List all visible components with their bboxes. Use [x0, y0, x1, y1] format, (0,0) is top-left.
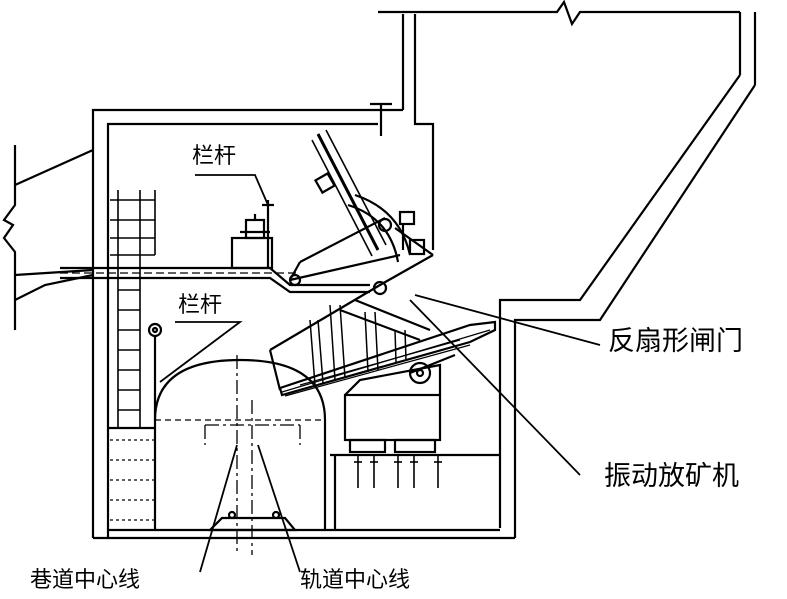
masonry-block: [110, 439, 155, 521]
hopper: [268, 254, 434, 391]
chamber-walls: [91, 108, 515, 540]
lower-railing-post: [147, 322, 163, 420]
ore-pass-walls: [401, 14, 756, 538]
left-rock-face: [2, 145, 94, 330]
winch-motor: [230, 214, 274, 270]
gate-linkage: [288, 217, 434, 296]
label-track-centerline: 轨道中心线: [300, 568, 410, 593]
sector-gate: [311, 129, 426, 263]
roadway-arch: [153, 358, 327, 530]
label-railing-upper: 栏杆: [192, 144, 236, 169]
foundation: [330, 453, 500, 530]
feeder-springs: [309, 304, 407, 386]
top-bolt: [370, 102, 392, 136]
feeder-support: [343, 363, 442, 454]
label-vibrating-feeder: 振动放矿机: [604, 461, 739, 492]
leader-lines: [159, 174, 601, 573]
label-reverse-sector-gate: 反扇形闸门: [608, 326, 743, 357]
top-rock-outline: [378, 0, 757, 85]
label-roadway-centerline: 巷道中心线: [30, 568, 140, 593]
ladder-frame: [110, 190, 156, 428]
label-railing-lower: 栏杆: [178, 293, 222, 318]
operating-platform: [60, 266, 370, 294]
track-base: [207, 510, 298, 532]
